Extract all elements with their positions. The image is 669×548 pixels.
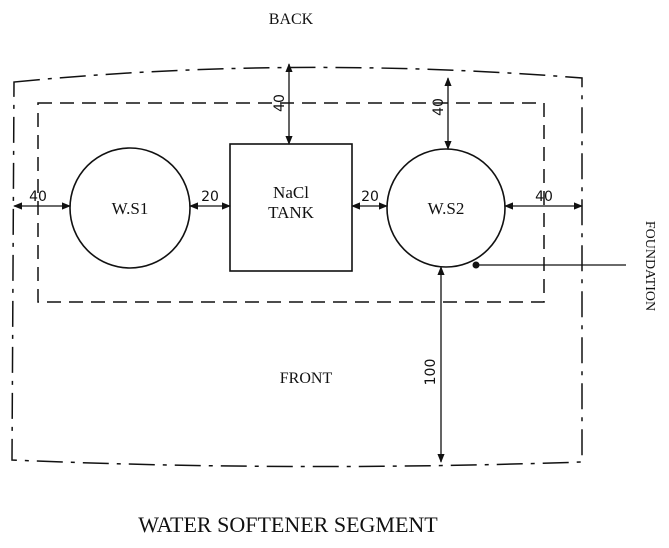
foundation-label: FOUNDATION [642,221,657,311]
nacl-tank-label-line2: TANK [268,203,315,222]
dimension-left-clearance: 40 [29,189,47,205]
front-label: FRONT [280,370,333,387]
dimension-tank-back-clearance: 40 [272,94,288,112]
dimension-front-clearance: 100 [423,359,439,386]
back-label: BACK [269,11,314,28]
dimension-right-clearance: 40 [535,189,553,205]
dimension-ws1-to-tank: 20 [201,189,219,205]
water-softener-2-label: W.S2 [428,199,465,218]
diagram-title: WATER SOFTENER SEGMENT [138,512,438,537]
dimension-tank-to-ws2: 20 [361,189,379,205]
water-softener-1-label: W.S1 [112,199,149,218]
outer-foundation-boundary [11,66,583,468]
nacl-tank-label-line1: NaCl [273,183,309,202]
dimension-ws2-back-clearance: 40 [431,98,447,116]
